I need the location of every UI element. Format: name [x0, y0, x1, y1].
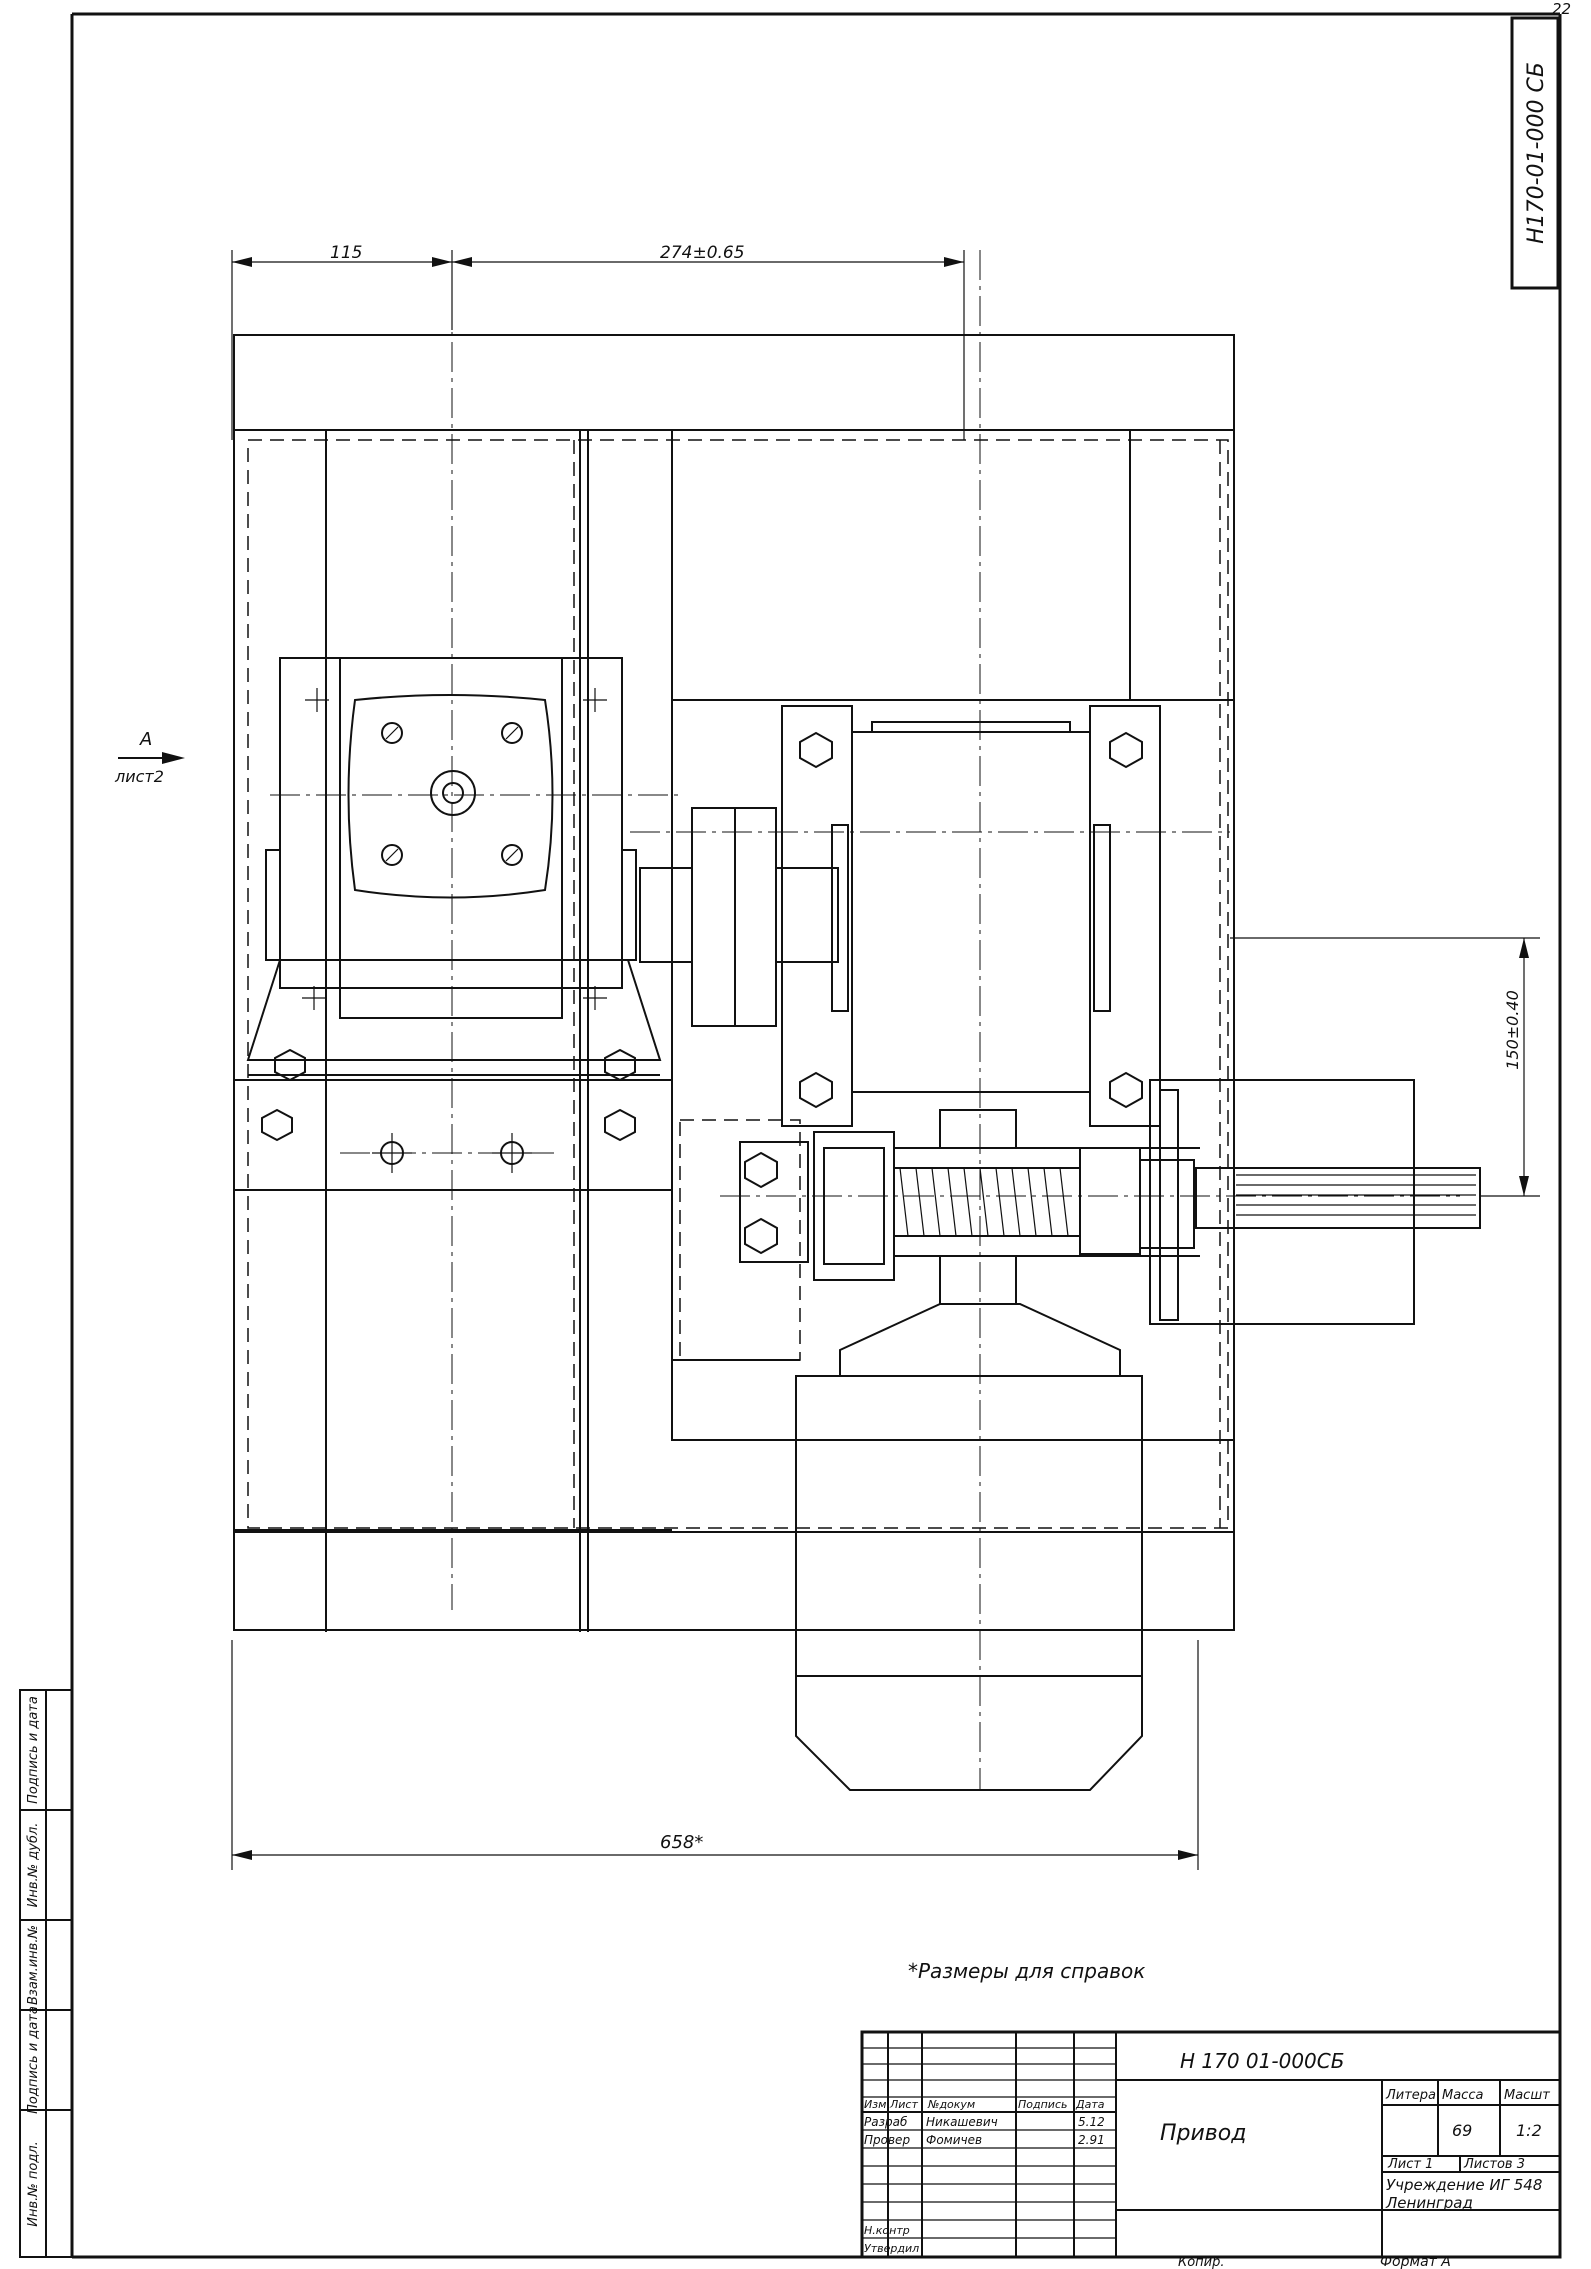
tb-sheets: Листов 3: [1463, 2157, 1525, 2172]
corner-code: Н170-01-000 СБ: [1524, 62, 1549, 244]
tb-hdr-doc: №докум: [927, 2098, 975, 2111]
strip-label-1: Инв.№ подл.: [26, 2141, 41, 2227]
dim-150: 150±0.40: [1503, 990, 1522, 1070]
reference-note: *Размеры для справок: [908, 1959, 1145, 1983]
dimension-lines: [231, 250, 1540, 1870]
tb-row1-name: Никашевич: [926, 2115, 998, 2129]
tb-org-1: Учреждение ИГ 548: [1386, 2176, 1542, 2194]
tb-hdr-date: Дата: [1075, 2098, 1105, 2111]
title-designation: Н 170 01-000СБ: [1180, 2049, 1344, 2073]
sheet-frame: [70, 12, 1562, 2259]
tb-org-2: Ленинград: [1385, 2194, 1473, 2212]
dim-115: 115: [330, 243, 362, 263]
axis-lines: [270, 250, 1460, 1790]
dim-274: 274±0.65: [660, 243, 745, 263]
dim-658: 658*: [660, 1832, 703, 1853]
view-marker: А лист2: [114, 729, 185, 786]
tb-row2-role: Провер: [864, 2133, 910, 2147]
strip-label-2: Подпись и дата: [26, 2006, 41, 2114]
tb-scale-value: 1:2: [1516, 2121, 1542, 2140]
tb-row3-role: Н.контр: [864, 2224, 910, 2237]
tb-hdr-sign: Подпись: [1018, 2098, 1067, 2111]
tb-mass-value: 69: [1452, 2121, 1472, 2140]
tb-row2-name: Фомичев: [926, 2133, 982, 2147]
strip-label-4: Инв.№ дубл.: [26, 1823, 41, 1908]
view-sheet-ref: лист2: [114, 767, 164, 786]
base-frame: [233, 334, 1235, 1632]
corner-code-box: Н170-01-000 СБ: [1510, 16, 1560, 290]
tb-copied: Копир.: [1178, 2255, 1225, 2269]
title-block: [860, 2030, 1562, 2259]
motor-mount: [781, 705, 1161, 1127]
tb-row1-role: Разраб: [864, 2115, 908, 2129]
gearbox: [246, 657, 662, 1173]
view-letter: А: [139, 729, 152, 750]
tb-row2-date: 2.91: [1078, 2133, 1105, 2147]
tb-row1-date: 5.12: [1078, 2115, 1105, 2129]
tb-format: Формат А: [1380, 2254, 1451, 2269]
tb-sheet: Лист 1: [1387, 2157, 1433, 2172]
left-strip: Инв.№ подл. Подпись и дата Взам.инв.№ Ин…: [19, 1689, 73, 2258]
tb-row4-role: Утвердил: [864, 2242, 919, 2255]
tb-scale-label: Масшт: [1504, 2088, 1550, 2103]
sheet-number: 22: [1552, 0, 1571, 18]
strip-label-5: Подпись и дата: [26, 1696, 41, 1804]
tb-hdr-list: Лист: [889, 2098, 918, 2111]
coupling: [639, 807, 839, 1027]
tb-lit-label: Литера: [1385, 2088, 1436, 2103]
tb-hdr-izm: Изм: [864, 2098, 886, 2111]
tb-mass-label: Масса: [1442, 2088, 1483, 2103]
strip-label-3: Взам.инв.№: [26, 1925, 41, 2005]
title-name: Привод: [1160, 2121, 1246, 2146]
screw-tensioner: [739, 1079, 1481, 1325]
electric-motor: [795, 1303, 1143, 1791]
